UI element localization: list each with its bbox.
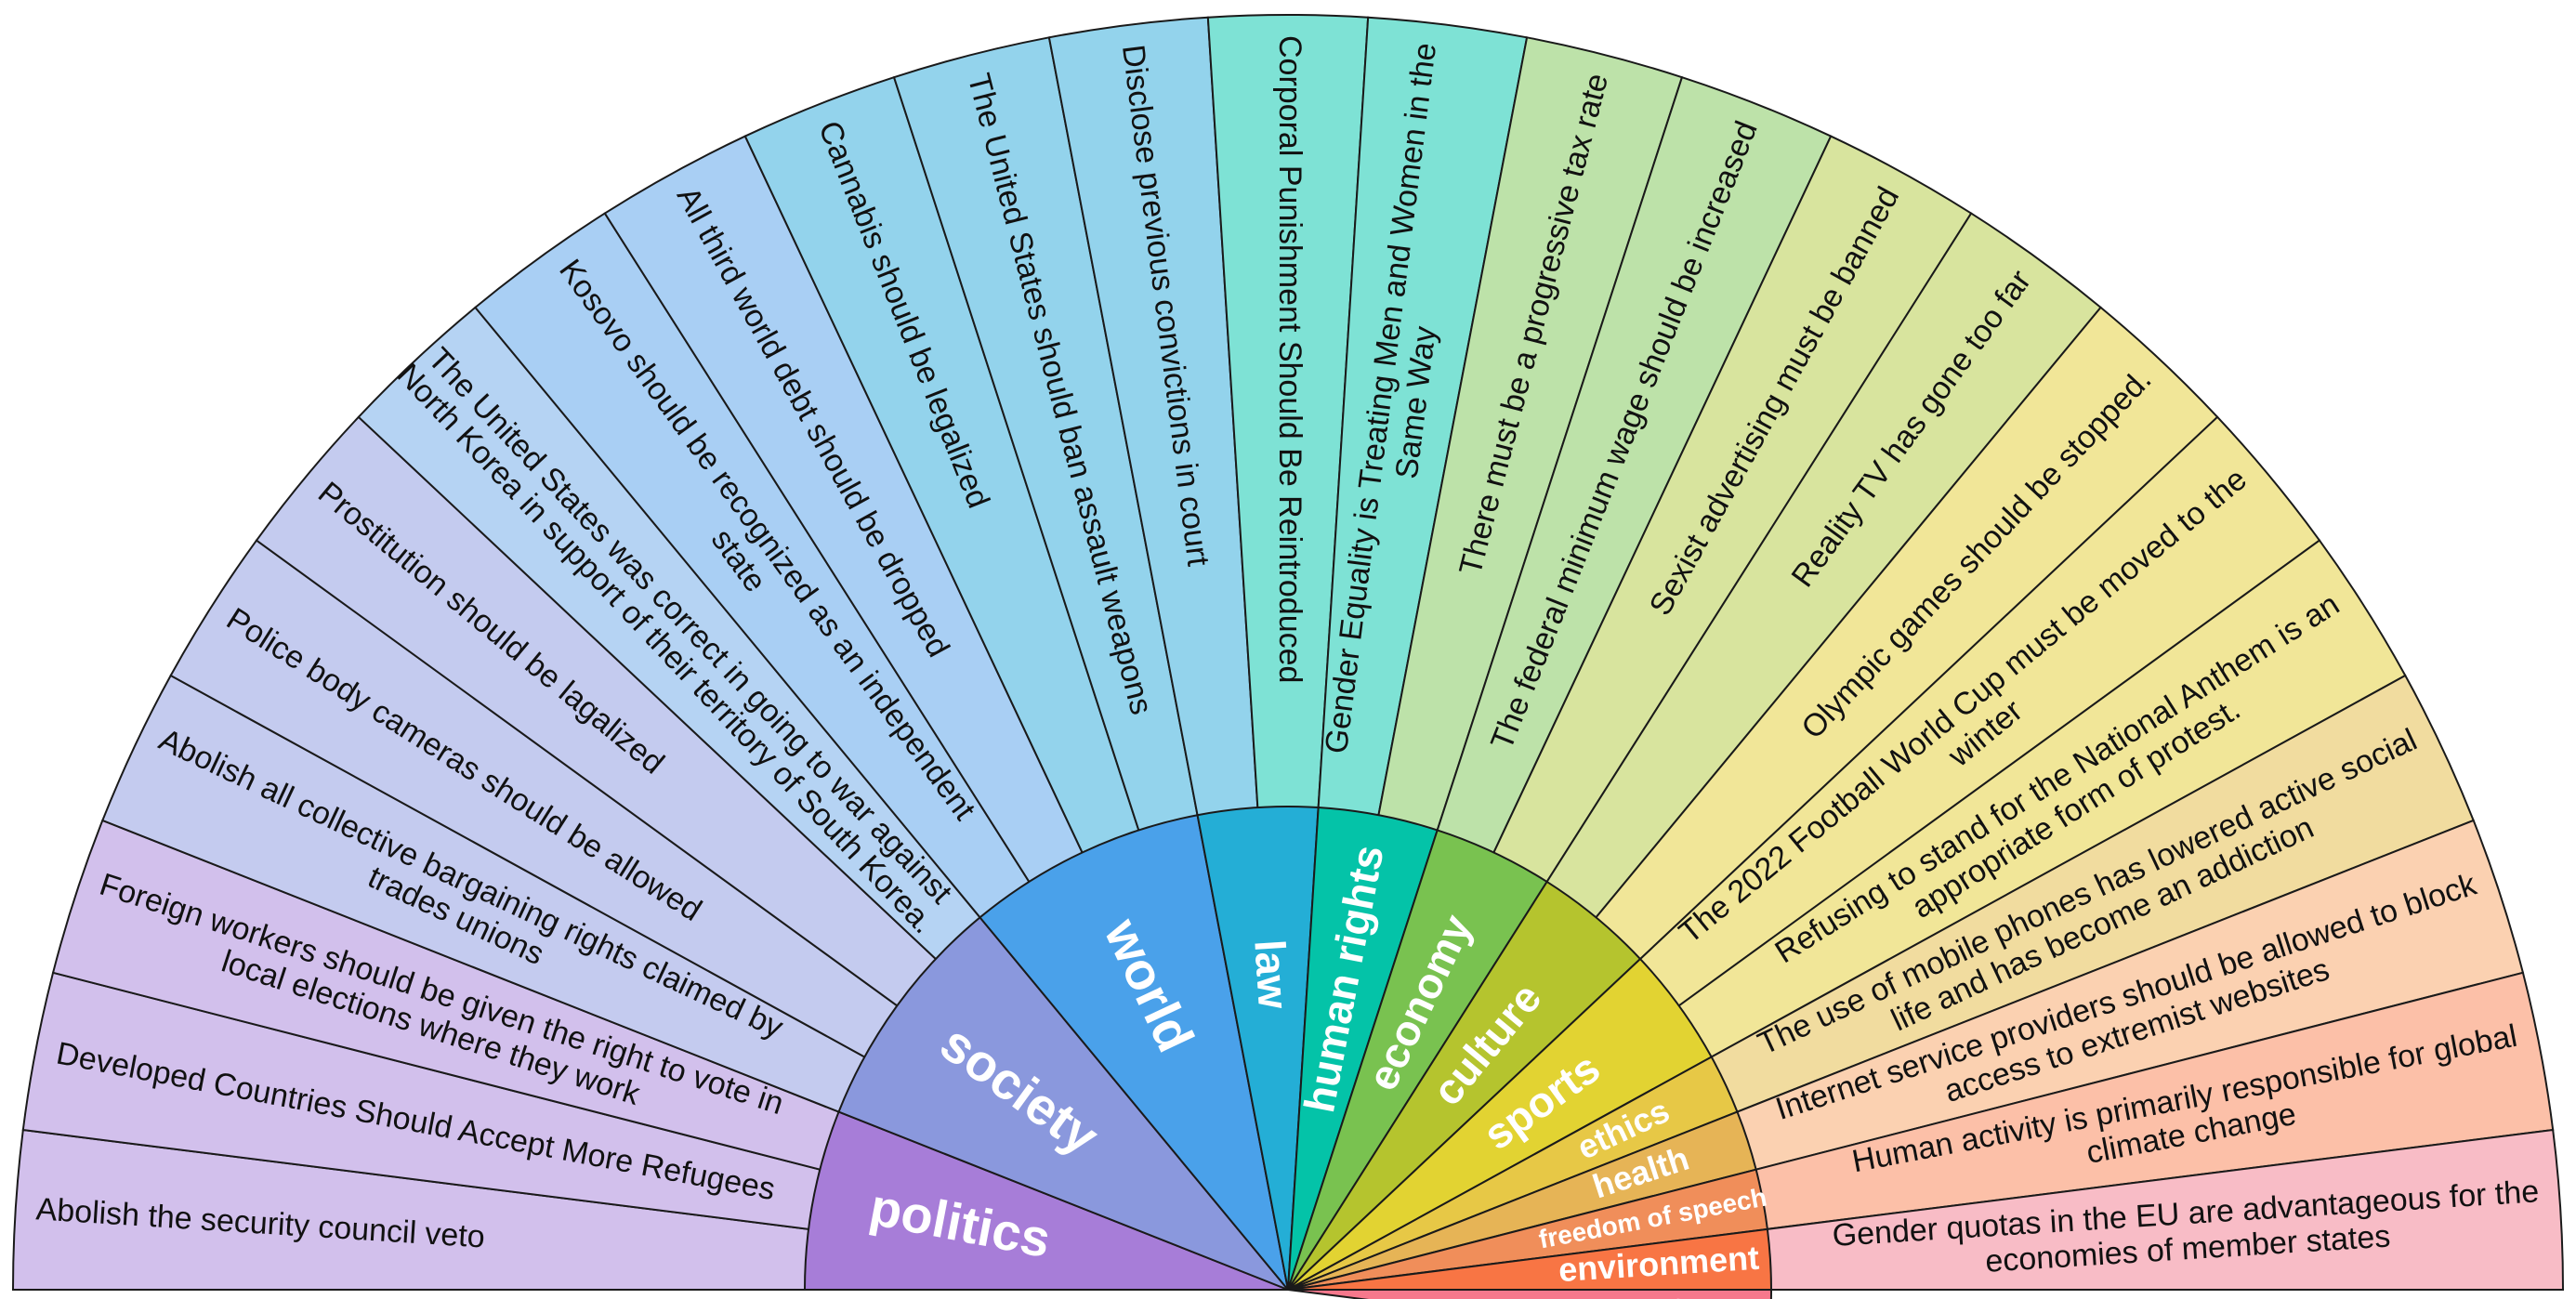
category-wedges [13, 806, 2563, 1299]
category-label-law: law [1245, 938, 1298, 1010]
category-wedge-politics [803, 1110, 1289, 1291]
category-wedge-world [979, 814, 1289, 1291]
category-wedge-society [837, 915, 1289, 1291]
topic-label-13: Corporal Punishment Should Be Reintroduc… [1272, 35, 1308, 683]
